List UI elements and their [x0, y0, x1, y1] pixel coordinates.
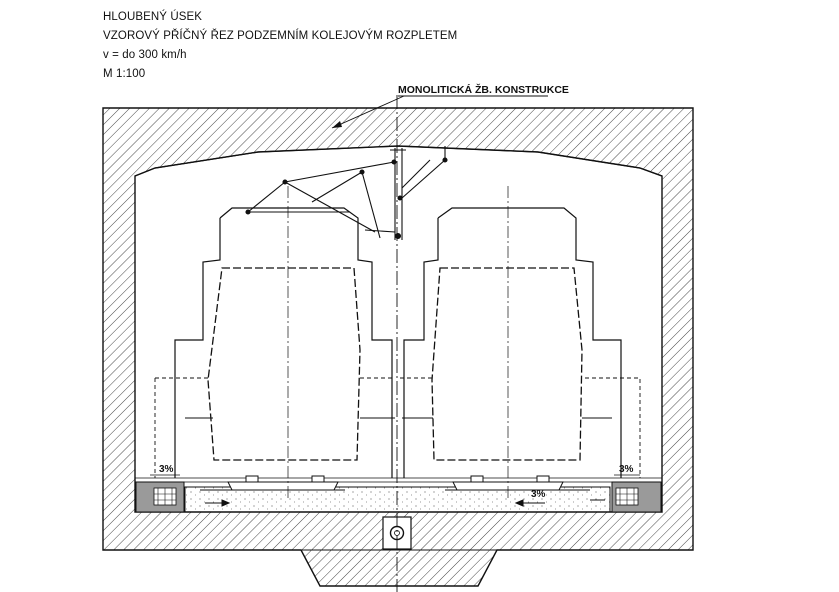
title-scale: M 1:100	[103, 68, 146, 80]
structure-label: MONOLITICKÁ ŽB. KONSTRUKCE	[398, 83, 569, 96]
slope-label-right: 3%	[619, 464, 634, 475]
track-bed	[184, 486, 611, 513]
train-gauge-right	[400, 207, 641, 478]
slope-arrows	[205, 499, 605, 507]
slope-label-left: 3%	[159, 464, 174, 475]
train-gauge-left	[154, 207, 395, 478]
structure-leader-line	[331, 95, 405, 129]
title-section: HLOUBENÝ ÚSEK	[103, 11, 203, 23]
slope-label-center: 3%	[531, 489, 546, 500]
title-main: VZOROVÝ PŘÍČNÝ ŘEZ PODZEMNÍM KOLEJOVÝM R…	[103, 30, 458, 42]
title-speed: v = do 300 km/h	[103, 49, 187, 61]
catenary-system	[245, 145, 448, 240]
concrete-structure	[102, 107, 694, 587]
track-left	[200, 475, 345, 491]
